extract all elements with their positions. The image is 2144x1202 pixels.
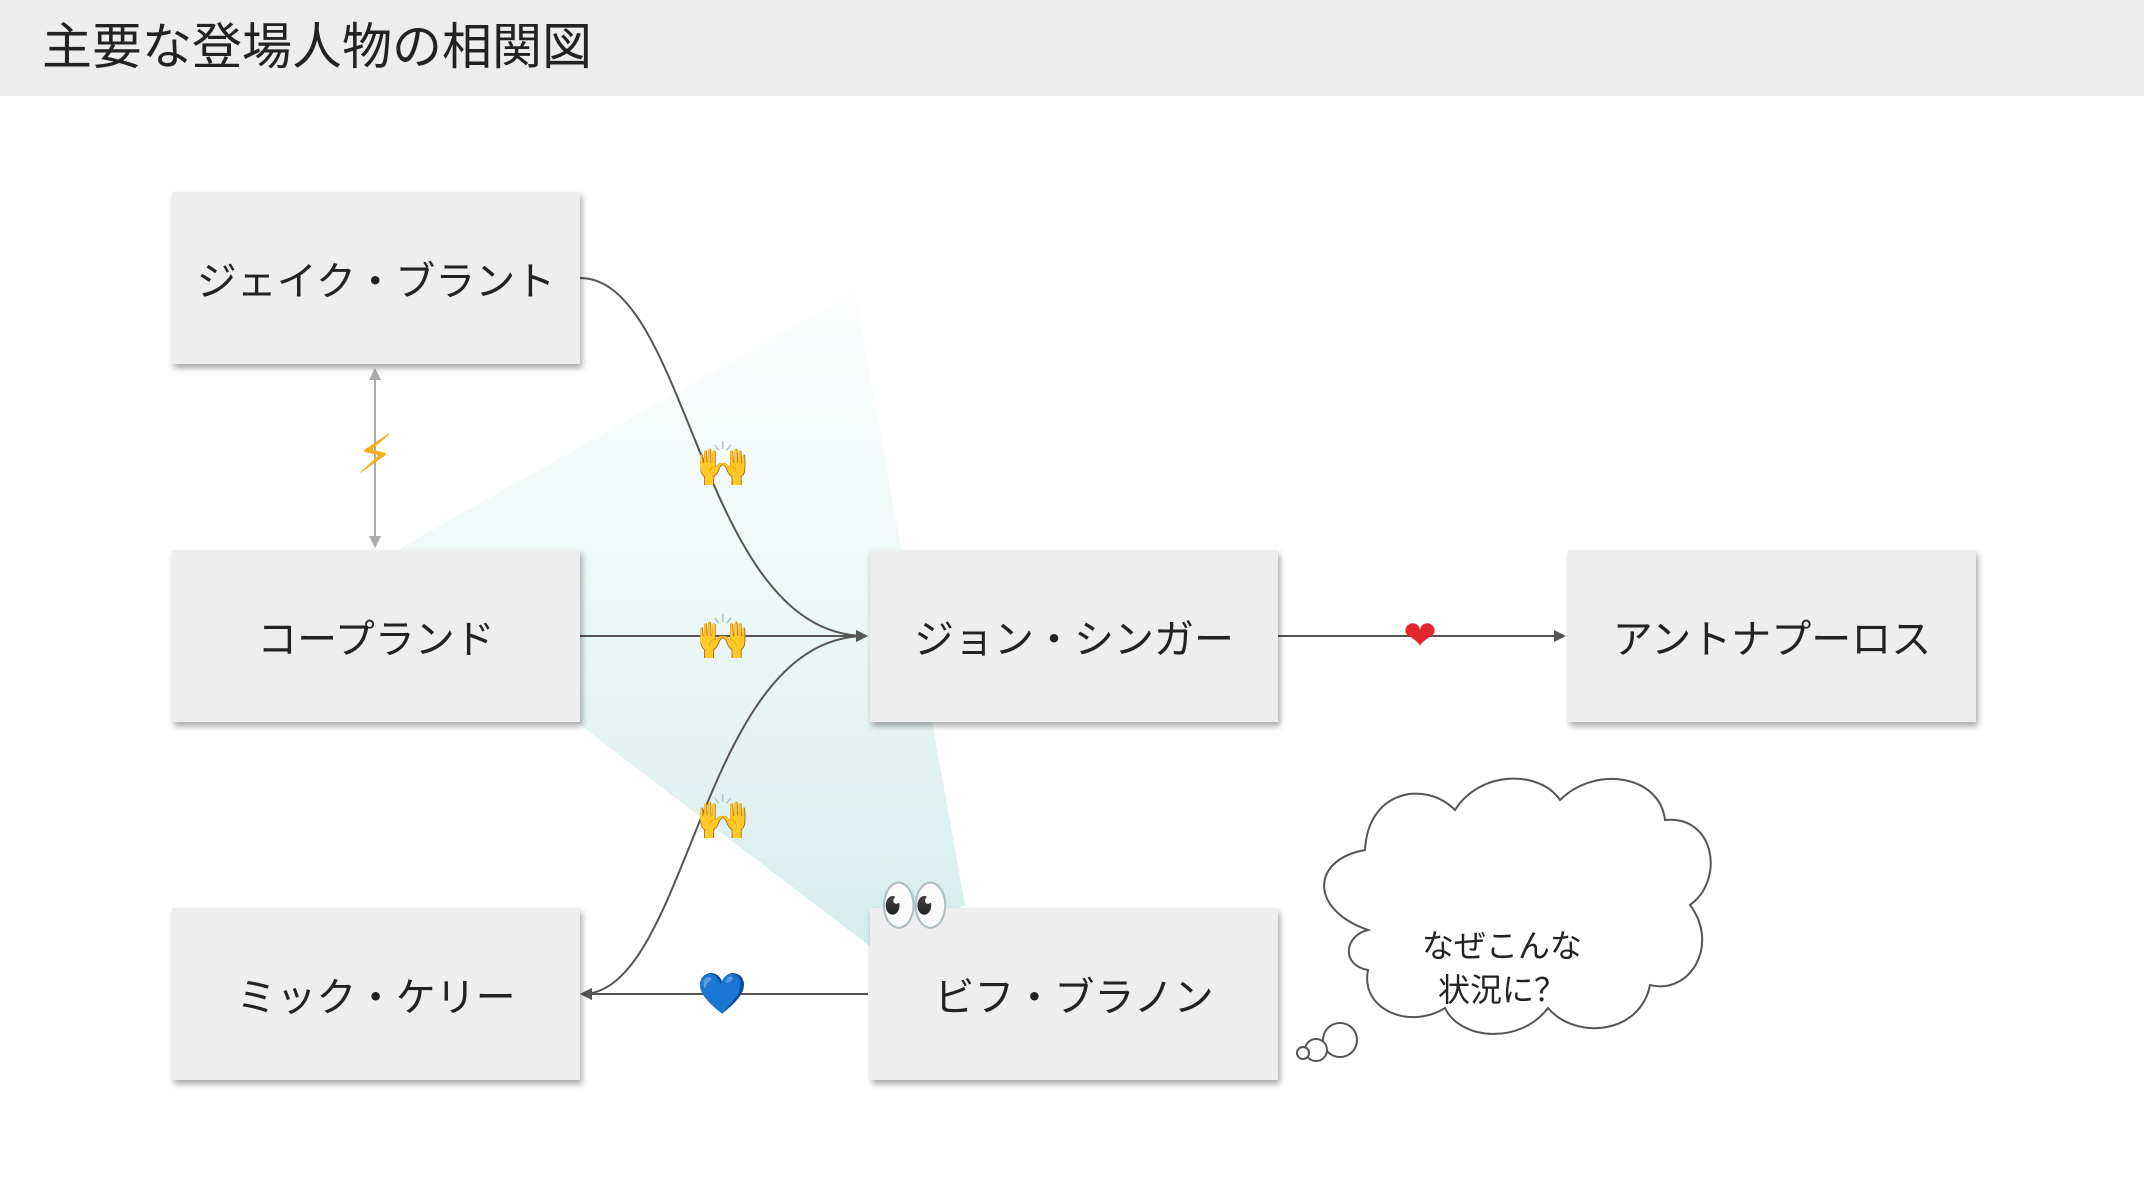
thought-cloud [1323,777,1712,1035]
thought-bubble-small [1296,1046,1310,1060]
node-antonapoulos[interactable]: アントナプーロス [1568,550,1976,722]
node-mick-kelly[interactable]: ミック・ケリー [172,908,580,1080]
raising-hands-icon: 🙌 [695,612,751,663]
red-heart-icon: ❤ [1403,613,1437,659]
node-john-singer[interactable]: ジョン・シンガー [870,550,1278,722]
page-title: 主要な登場人物の相関図 [42,18,592,76]
raising-hands-icon: 🙌 [695,792,751,843]
header-bar: 主要な登場人物の相関図 [0,0,2144,96]
connector-jake-to-singer [579,277,868,642]
eyes-icon: 👀 [878,871,952,939]
thought-text: なぜこんな 状況に？ [1402,924,1602,1012]
node-label: コープランド [257,617,495,663]
node-label: アントナプーロス [1612,617,1932,663]
raising-hands-icon: 🙌 [695,439,751,490]
lightning-icon: ⚡ [356,423,394,486]
connector-mick-to-singer [580,635,867,1000]
node-jake-blount[interactable]: ジェイク・ブラント [172,192,580,364]
thought-line-1: なぜこんな [1421,927,1582,965]
thought-line-2: 状況に？ [1437,971,1566,1009]
node-label: ミック・ケリー [236,975,516,1021]
node-label: ジェイク・ブラント [196,259,556,305]
node-biff-brannon[interactable]: ビフ・ブラノン [870,908,1278,1080]
node-copeland[interactable]: コープランド [172,550,580,722]
blue-heart-icon: 💙 [697,971,747,1017]
gaze-beam [400,292,965,950]
node-label: ビフ・ブラノン [934,975,1214,1021]
node-label: ジョン・シンガー [914,617,1234,663]
thought-bubble-large [1322,1022,1358,1058]
